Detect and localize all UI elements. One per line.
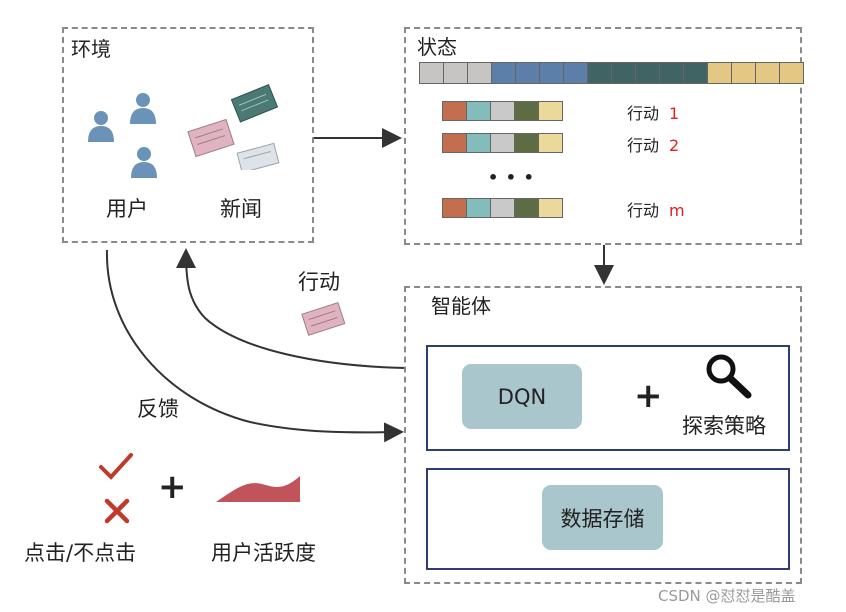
cross-icon [104, 498, 130, 524]
check-icon [99, 453, 133, 480]
action-2-cell-5 [538, 133, 563, 153]
action-news-icon [301, 301, 346, 336]
action-1-cell-2 [466, 101, 491, 121]
feedback-flow-label: 反馈 [137, 397, 179, 421]
action-2-cell-1 [442, 133, 467, 153]
action-2-cell-3 [490, 133, 515, 153]
environment-title: 环境 [71, 37, 111, 61]
state-cell-3 [467, 62, 492, 84]
watermark: CSDN @怼怼是酷盖 [658, 587, 796, 605]
state-cell-12 [683, 62, 708, 84]
state-cell-5 [515, 62, 540, 84]
action-3-cell-3 [490, 198, 515, 218]
action-vector-2 [442, 133, 564, 153]
environment-box [62, 27, 314, 243]
action-num-1: 1 [669, 104, 680, 123]
action-1-cell-3 [490, 101, 515, 121]
state-cell-4 [491, 62, 516, 84]
action-2-cell-2 [466, 133, 491, 153]
activity-curve-icon [216, 476, 300, 502]
action-1-cell-5 [538, 101, 563, 121]
state-cell-10 [635, 62, 660, 84]
dqn-block: DQN [462, 364, 582, 429]
state-cell-15 [755, 62, 780, 84]
state-box [404, 27, 802, 245]
users-label: 用户 [106, 197, 148, 221]
state-cell-11 [659, 62, 684, 84]
state-cell-8 [587, 62, 612, 84]
state-cell-13 [707, 62, 732, 84]
action-num-m: m [669, 201, 685, 220]
agent-box [404, 286, 802, 584]
dqn-module-frame [426, 345, 790, 451]
click-label: 点击/不点击 [24, 541, 137, 565]
action-3-cell-4 [514, 198, 539, 218]
state-cell-6 [539, 62, 564, 84]
news-label: 新闻 [220, 197, 262, 221]
action-3-cell-1 [442, 198, 467, 218]
storage-module-frame [426, 468, 790, 570]
action-1-cell-1 [442, 101, 467, 121]
action-1-cell-4 [514, 101, 539, 121]
action-3-cell-5 [538, 198, 563, 218]
state-cell-9 [611, 62, 636, 84]
explore-policy-label: 探索策略 [682, 414, 766, 438]
state-vector-bar [419, 62, 804, 84]
action-num-2: 2 [669, 136, 680, 155]
action-ellipsis: • • • [488, 168, 535, 187]
users-icon [88, 93, 157, 178]
action-2-cell-4 [514, 133, 539, 153]
state-cell-7 [563, 62, 588, 84]
action-vector-m [442, 198, 564, 218]
magnifier-icon [706, 354, 752, 399]
activity-label: 用户活跃度 [211, 541, 316, 565]
state-cell-1 [419, 62, 444, 84]
action-flow-label: 行动 [298, 270, 340, 294]
state-cell-16 [779, 62, 804, 84]
arrow-feedback-to-agent [105, 249, 404, 443]
agent-title: 智能体 [431, 294, 491, 318]
feedback-plus: + [158, 467, 187, 507]
action-vector-1 [442, 101, 564, 121]
news-icon [187, 84, 280, 170]
action-3-cell-2 [466, 198, 491, 218]
state-cell-14 [731, 62, 756, 84]
agent-plus: + [634, 376, 663, 416]
state-title: 状态 [417, 35, 457, 59]
state-cell-2 [443, 62, 468, 84]
storage-block: 数据存储 [542, 485, 663, 550]
arrow-action-to-env [176, 248, 406, 369]
